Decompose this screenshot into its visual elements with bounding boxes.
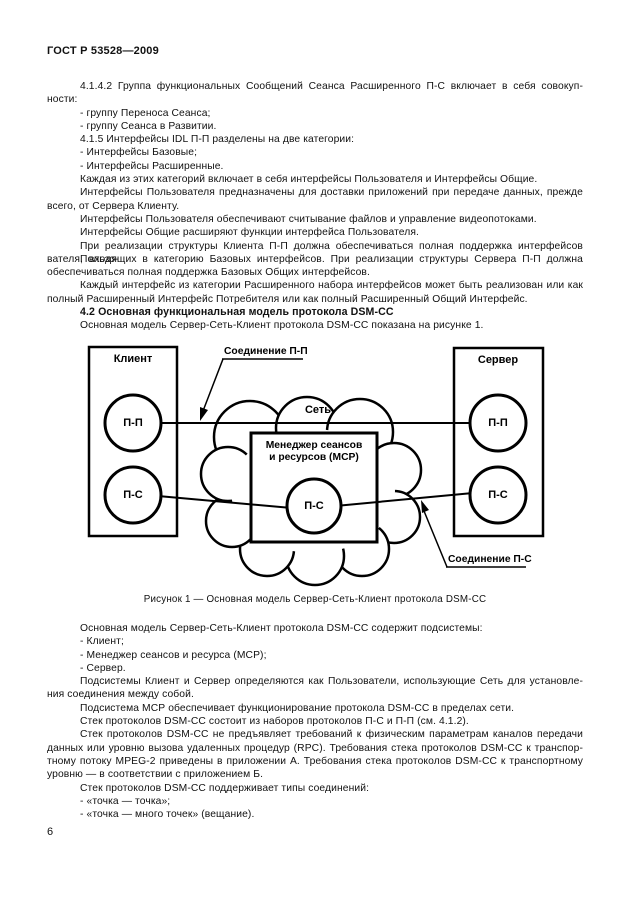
text-line: всего, от Сервера Клиенту.	[47, 200, 180, 212]
figure-caption: Рисунок 1 — Основная модель Сервер-Сеть-…	[143, 594, 487, 605]
text-line: 4.2 Основная функциональная модель прото…	[80, 306, 394, 319]
body-top: 4.1.4.2 Группа функциональных Сообщений …	[47, 80, 583, 333]
text-line: - Интерфейсы Расширенные.	[80, 160, 224, 172]
server-ps-label: П-С	[488, 489, 508, 501]
client-pp-circle	[103, 393, 163, 453]
server-box-label: Сервер	[477, 354, 519, 366]
text-line: Каждый интерфейс из категории Расширенно…	[80, 280, 583, 292]
text-line: обеспечиваться полная поддержка Базовых …	[47, 267, 370, 279]
text-line: 4.1.5 Интерфейсы IDL П-П разделены на дв…	[80, 134, 355, 146]
text-line: - группу Сеанса в Развитии.	[80, 120, 217, 132]
text-line: Интерфейсы Пользователя предназначены дл…	[80, 187, 583, 199]
mcp-box-label-line2: и ресурсов (МСР)	[269, 452, 359, 463]
text-line: 4.1.4.2 Группа функциональных Сообщений …	[80, 81, 583, 92]
text-line: полный Расширенный Интерфейс Потребителя…	[47, 293, 528, 305]
server-pp-label: П-П	[488, 417, 508, 429]
pp-leader-arrow	[200, 358, 303, 421]
text-line: Стек протоколов DSM-CC состоит из наборо…	[80, 716, 469, 728]
server-box	[452, 346, 545, 538]
text-line: - Клиент;	[80, 636, 124, 648]
text-line: Интерфейсы Пользователя обеспечивают счи…	[80, 213, 537, 225]
text-line: Основная модель Сервер-Сеть-Клиент прото…	[80, 623, 483, 634]
server-pp-circle	[468, 393, 528, 453]
mcp-ps-circle	[285, 477, 343, 535]
text-line: Стек протоколов DSM-CC не предъявляет тр…	[80, 729, 583, 741]
mcp-box-label: Менеджер сеансов и ресурсов (МСР)	[251, 440, 377, 464]
text-line: Интерфейсы Общие расширяют функции интер…	[80, 227, 420, 239]
text-line: ности:	[47, 94, 78, 106]
network-label: Сеть	[304, 404, 332, 416]
text-line: Подсистема МСР обеспечивает функциониров…	[80, 702, 515, 714]
client-ps-circle	[103, 465, 163, 525]
text-line: - Интерфейсы Базовые;	[80, 147, 198, 159]
connection-ps-label: Соединение П-С	[448, 554, 532, 565]
text-line: вателя, входящих в категорию Базовых инт…	[47, 253, 583, 265]
text-line: - группу Переноса Сеанса;	[80, 107, 211, 119]
text-line: - «точка — много точек» (вещание).	[80, 809, 255, 821]
text-line: При реализации структуры Клиента П-П дол…	[80, 240, 583, 265]
client-pp-label: П-П	[123, 417, 143, 429]
text-line: тному потоку MPEG-2 приведены в приложен…	[47, 755, 583, 767]
text-line: уровню — в соответствии с приложением Б.	[47, 769, 264, 781]
text-line: - Менеджер сеансов и ресурса (МСР);	[80, 649, 267, 661]
text-line: Каждая из этих категорий включает в себя…	[80, 174, 538, 186]
text-line: - Сервер.	[80, 662, 126, 674]
client-box	[87, 345, 179, 538]
connection-pp-label: Соединение П-П	[224, 346, 308, 357]
text-line: Основная модель Сервер-Сеть-Клиент прото…	[80, 320, 484, 332]
server-ps-circle	[468, 465, 528, 525]
text-line: ния соединения между собой.	[47, 689, 194, 701]
client-box-label: Клиент	[113, 353, 153, 365]
ps-leader-arrow	[421, 500, 526, 568]
page-number: 6	[47, 826, 54, 838]
gost-header: ГОСТ Р 53528—2009	[47, 45, 159, 57]
client-ps-label: П-С	[123, 489, 143, 501]
mcp-box-label-line1: Менеджер сеансов	[265, 440, 363, 451]
text-line: - «точка — точка»;	[80, 795, 171, 807]
text-line: Стек протоколов DSM-CC поддерживает типы…	[80, 782, 370, 794]
text-line: Подсистемы Клиент и Сервер определяются …	[80, 676, 583, 688]
mcp-ps-label: П-С	[304, 500, 324, 512]
body-bottom: Основная модель Сервер-Сеть-Клиент прото…	[47, 622, 583, 821]
text-line: данных или уровню вызова удаленных проце…	[47, 742, 583, 754]
